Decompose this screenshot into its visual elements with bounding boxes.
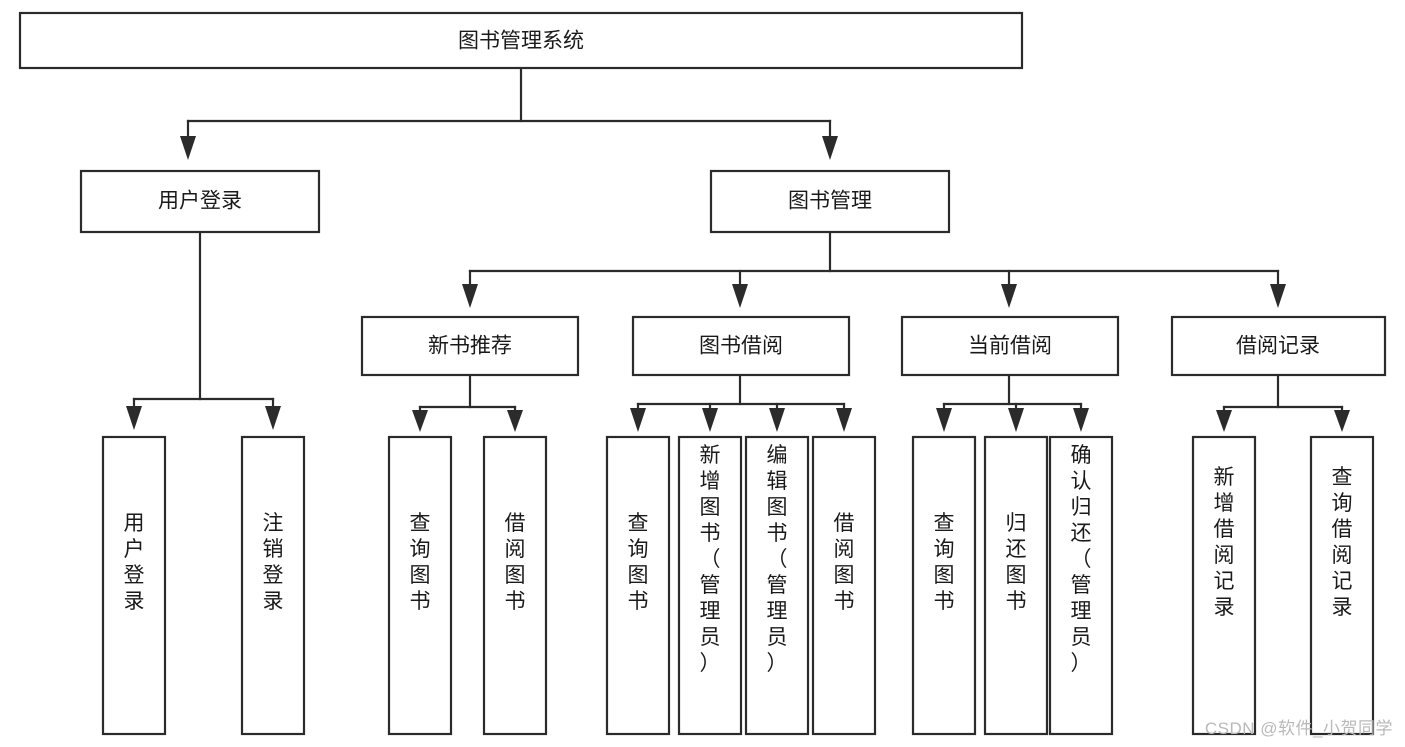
node-user-login-label: 用户登录 <box>158 190 242 213</box>
leaf-node-query-books-recommend[interactable]: 查询图书 <box>387 435 453 736</box>
leaf-query-books-borrow-box[interactable] <box>605 435 671 736</box>
leaf-add-book-admin-box[interactable] <box>677 435 743 736</box>
leaf-query-borrow-record-label: 查询借阅记录 <box>1332 466 1353 619</box>
arrow-ul-leaf2-icon <box>265 406 281 430</box>
node-root-label: 图书管理系统 <box>458 30 584 53</box>
leaf-query-books-recommend-box[interactable] <box>387 435 453 736</box>
node-current-borrow-box[interactable] <box>900 315 1120 377</box>
leaf-node-logout[interactable]: 注销登录 <box>240 435 306 736</box>
node-book-borrow[interactable]: 图书借阅 <box>631 315 851 377</box>
edge-group-book-management-to-level2 <box>462 230 1286 308</box>
arrow-to-user-login-icon <box>180 136 196 160</box>
edge-group-new-book-recommend-to-leaves <box>412 373 523 432</box>
leaf-add-borrow-record-label: 新增借阅记录 <box>1214 466 1235 619</box>
arrow-bb-leaf2-icon <box>702 408 718 432</box>
leaf-node-add-borrow-record[interactable]: 新增借阅记录 <box>1191 435 1257 736</box>
node-root[interactable]: 图书管理系统 <box>18 11 1024 70</box>
leaf-confirm-return-admin-label: 确认归还（管理员） <box>1071 444 1092 675</box>
edge-group-user-login-to-leaves <box>126 230 281 430</box>
node-book-management-box[interactable] <box>709 169 951 234</box>
node-book-management-label: 图书管理 <box>788 190 872 213</box>
leaf-node-borrow-books-recommend[interactable]: 借阅图书 <box>482 435 548 736</box>
node-book-management[interactable]: 图书管理 <box>709 169 951 234</box>
edge-group-root-to-level1 <box>180 66 838 160</box>
node-borrow-records-box[interactable] <box>1170 315 1387 377</box>
arrow-cb-leaf2-icon <box>1008 408 1024 432</box>
leaf-node-query-books-current[interactable]: 查询图书 <box>911 435 977 736</box>
node-new-book-recommend-label: 新书推荐 <box>428 335 512 358</box>
arrow-bb-leaf3-icon <box>769 408 785 432</box>
leaf-query-books-borrow-label: 查询图书 <box>628 512 649 613</box>
arrow-br-leaf1-icon <box>1216 410 1232 432</box>
leaf-node-query-borrow-record[interactable]: 查询借阅记录 <box>1309 435 1375 736</box>
node-root-box[interactable] <box>18 11 1024 70</box>
csdn-watermark: CSDN @软件_小贺同学 <box>1204 719 1393 738</box>
node-new-book-recommend[interactable]: 新书推荐 <box>360 315 580 377</box>
leaf-query-borrow-record-box[interactable] <box>1309 435 1375 736</box>
leaf-query-books-recommend-label: 查询图书 <box>410 512 431 613</box>
leaf-node-add-book-admin[interactable]: 新增图书（管理员） <box>677 435 743 736</box>
node-book-borrow-box[interactable] <box>631 315 851 377</box>
leaf-borrow-book-label: 借阅图书 <box>834 512 855 613</box>
node-book-borrow-label: 图书借阅 <box>699 335 783 358</box>
arrow-bb-leaf1-icon <box>630 408 646 432</box>
arrow-to-new-book-recommend-icon <box>462 284 478 308</box>
leaf-confirm-return-admin-box[interactable] <box>1048 435 1114 736</box>
leaf-add-borrow-record-box[interactable] <box>1191 435 1257 736</box>
arrow-to-book-borrow-icon <box>732 284 748 308</box>
node-current-borrow[interactable]: 当前借阅 <box>900 315 1120 377</box>
arrow-ul-leaf1-icon <box>126 406 142 430</box>
node-user-login[interactable]: 用户登录 <box>79 169 321 234</box>
leaf-add-book-admin-label: 新增图书（管理员） <box>700 444 721 675</box>
leaf-return-book-box[interactable] <box>983 435 1049 736</box>
node-user-login-box[interactable] <box>79 169 321 234</box>
arrow-cb-leaf1-icon <box>936 408 952 432</box>
leaf-query-books-current-box[interactable] <box>911 435 977 736</box>
leaf-node-confirm-return-admin[interactable]: 确认归还（管理员） <box>1048 435 1114 736</box>
leaf-return-book-label: 归还图书 <box>1006 512 1027 613</box>
leaf-node-borrow-book[interactable]: 借阅图书 <box>811 435 877 736</box>
node-borrow-records[interactable]: 借阅记录 <box>1170 315 1387 377</box>
node-new-book-recommend-box[interactable] <box>360 315 580 377</box>
arrow-cb-leaf3-icon <box>1073 408 1089 432</box>
arrow-bb-leaf4-icon <box>836 408 852 432</box>
leaf-node-query-books-borrow[interactable]: 查询图书 <box>605 435 671 736</box>
leaf-node-user-login[interactable]: 用户登录 <box>101 435 167 736</box>
leaf-borrow-books-recommend-label: 借阅图书 <box>505 512 526 613</box>
arrow-to-book-management-icon <box>822 136 838 160</box>
edge-group-borrow-records-to-leaves <box>1216 373 1350 432</box>
arrow-br-leaf2-icon <box>1334 410 1350 432</box>
leaf-borrow-book-box[interactable] <box>811 435 877 736</box>
edge-group-book-borrow-to-leaves <box>630 373 852 432</box>
node-current-borrow-label: 当前借阅 <box>968 335 1052 358</box>
arrow-to-borrow-records-icon <box>1270 284 1286 308</box>
edge-group-current-borrow-to-leaves <box>936 373 1089 432</box>
leaf-edit-book-admin-box[interactable] <box>744 435 810 736</box>
leaf-borrow-books-recommend-box[interactable] <box>482 435 548 736</box>
arrow-nbr-leaf2-icon <box>507 410 523 432</box>
leaf-user-login-box[interactable] <box>101 435 167 736</box>
arrow-nbr-leaf1-icon <box>412 410 428 432</box>
leaf-query-books-current-label: 查询图书 <box>934 512 955 613</box>
leaf-edit-book-admin-label: 编辑图书（管理员） <box>767 444 788 675</box>
leaf-node-return-book[interactable]: 归还图书 <box>983 435 1049 736</box>
node-borrow-records-label: 借阅记录 <box>1236 335 1320 358</box>
arrow-to-current-borrow-icon <box>1001 284 1017 308</box>
leaf-logout-box[interactable] <box>240 435 306 736</box>
leaf-user-login-label: 用户登录 <box>124 512 145 613</box>
leaf-node-edit-book-admin[interactable]: 编辑图书（管理员） <box>744 435 810 736</box>
leaf-logout-label: 注销登录 <box>263 512 284 613</box>
